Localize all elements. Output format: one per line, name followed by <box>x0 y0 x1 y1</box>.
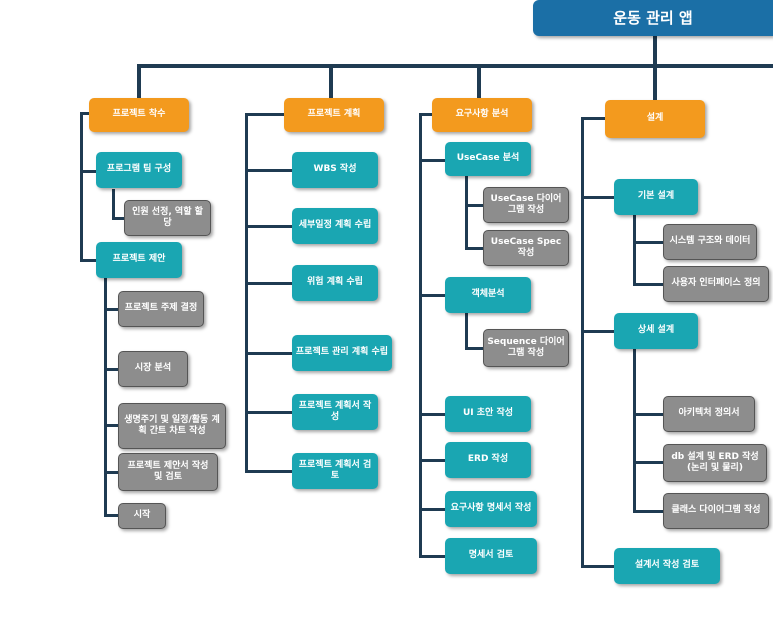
subtask-node: 아키텍처 정의서 <box>663 396 755 432</box>
task-node: 요구사항 명세서 작성 <box>445 491 537 527</box>
subtask-node: 시작 <box>118 503 166 529</box>
connector <box>419 459 445 462</box>
connector <box>419 159 445 162</box>
connector <box>633 241 663 244</box>
phase-node-planning: 프로젝트 계획 <box>284 98 384 132</box>
subtask-node: 인원 선정, 역할 할당 <box>124 200 211 236</box>
connector <box>633 283 663 286</box>
task-node: UseCase 분석 <box>445 142 531 176</box>
connector <box>245 225 292 228</box>
task-node: 프로젝트 제안 <box>96 242 182 278</box>
connector <box>653 36 657 66</box>
connector <box>465 204 483 207</box>
connector <box>245 411 292 414</box>
connector <box>581 117 606 120</box>
subtask-node: Sequence 다이어그램 작성 <box>483 329 569 367</box>
subtask-node: 클래스 다이어그램 작성 <box>663 493 769 529</box>
subtask-node: 프로젝트 주제 결정 <box>118 291 204 327</box>
connector <box>80 112 83 262</box>
task-node: 프로젝트 계획서 작성 <box>292 394 378 430</box>
connector <box>80 112 90 115</box>
connector <box>633 214 636 286</box>
task-node: 객체분석 <box>445 277 531 313</box>
connector <box>112 217 124 220</box>
connector <box>465 312 468 350</box>
task-node: 상세 설계 <box>614 313 698 349</box>
subtask-node: 사용자 인터페이스 정의 <box>663 266 769 302</box>
connector <box>245 113 248 473</box>
connector <box>465 247 483 250</box>
connector <box>329 64 333 98</box>
subtask-node: 프로젝트 제안서 작성 및 검토 <box>118 453 218 491</box>
connector <box>245 282 292 285</box>
task-node: 위험 계획 수립 <box>292 265 378 301</box>
task-node: 명세서 검토 <box>445 538 537 574</box>
task-node: 기본 설계 <box>614 179 698 215</box>
connector <box>477 64 481 98</box>
connector <box>581 117 584 568</box>
connector <box>419 508 445 511</box>
connector <box>653 64 657 102</box>
connector <box>245 470 292 473</box>
connector <box>465 176 468 250</box>
connector <box>581 565 614 568</box>
phase-node-initiation: 프로젝트 착수 <box>89 98 189 132</box>
task-node: 설계서 작성 검토 <box>614 548 720 584</box>
connector <box>633 413 663 416</box>
connector <box>633 510 663 513</box>
subtask-node: 시스템 구조와 데이터 <box>663 224 757 260</box>
subtask-node: 생명주기 및 일정/활동 계획 간트 차트 작성 <box>118 403 226 449</box>
connector <box>419 294 445 297</box>
connector <box>419 555 445 558</box>
connector <box>104 368 118 371</box>
task-node: 프로젝트 관리 계획 수립 <box>292 335 392 371</box>
connector <box>137 64 141 98</box>
connector <box>104 278 107 516</box>
connector <box>581 330 614 333</box>
connector <box>633 349 636 513</box>
connector <box>633 461 663 464</box>
connector <box>104 514 118 517</box>
subtask-node: db 설계 및 ERD 작성(논리 및 물리) <box>663 444 767 482</box>
connector <box>104 471 118 474</box>
root-node: 운동 관리 앱 <box>533 0 773 36</box>
connector <box>245 169 292 172</box>
task-node: ERD 작성 <box>445 442 531 478</box>
task-node: UI 초안 작성 <box>445 396 531 432</box>
connector <box>465 347 483 350</box>
connector <box>245 352 292 355</box>
task-node: WBS 작성 <box>292 152 378 188</box>
connector <box>419 113 432 116</box>
connector <box>245 113 285 116</box>
subtask-node: UseCase Spec 작성 <box>483 230 569 266</box>
connector <box>80 170 96 173</box>
connector <box>581 196 614 199</box>
connector <box>80 259 96 262</box>
task-node: 세부일정 계획 수립 <box>292 208 378 244</box>
connector <box>112 189 115 219</box>
connector <box>419 113 422 558</box>
phase-node-design: 설계 <box>605 100 705 138</box>
phase-node-analysis: 요구사항 분석 <box>432 98 532 132</box>
connector <box>419 413 445 416</box>
subtask-node: 시장 분석 <box>118 351 188 387</box>
connector <box>104 308 118 311</box>
task-node: 프로그램 팀 구성 <box>96 152 182 188</box>
connector <box>137 64 773 68</box>
connector <box>104 424 118 427</box>
task-node: 프로젝트 계획서 검토 <box>292 453 378 489</box>
subtask-node: UseCase 다이어그램 작성 <box>483 187 569 223</box>
